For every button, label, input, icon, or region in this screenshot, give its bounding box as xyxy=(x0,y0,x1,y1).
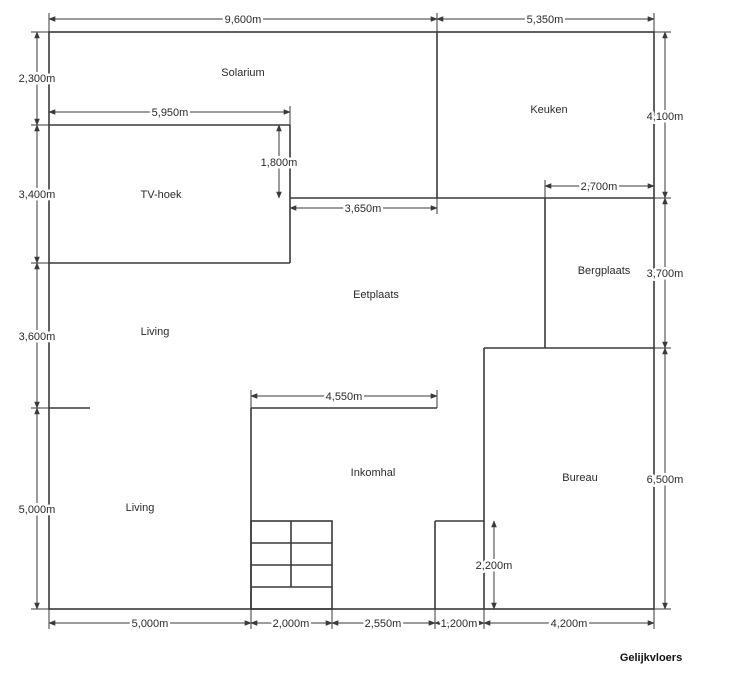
plan-caption: Gelijkvloers xyxy=(620,652,682,664)
stairs xyxy=(250,520,333,610)
room-label-eetplaats: Eetplaats xyxy=(353,289,399,301)
dim-label-bottom-living: 5,000m xyxy=(132,618,169,630)
walls xyxy=(48,31,655,610)
dim-label-left-living-upper: 3,600m xyxy=(19,331,56,343)
dim-label-hall-top: 4,550m xyxy=(326,391,363,403)
dim-label-bottom-bureau: 4,200m xyxy=(551,618,588,630)
room-label-inkomhal: Inkomhal xyxy=(351,467,396,479)
dim-label-bottom-stub: 1,200m xyxy=(441,618,478,630)
dimension-lines xyxy=(31,13,671,629)
room-label-living-upper: Living xyxy=(141,326,170,338)
room-label-bergplaats: Bergplaats xyxy=(578,265,631,277)
dim-label-top-right: 5,350m xyxy=(527,14,564,26)
dim-label-right-bureau: 6,500m xyxy=(647,474,684,486)
dim-label-left-solarium: 2,300m xyxy=(19,73,56,85)
dim-label-bottom-hall: 2,550m xyxy=(365,618,402,630)
dim-label-bergplaats-width: 2,700m xyxy=(581,181,618,193)
outer-wall xyxy=(48,31,655,610)
dimension-labels: 9,600m 5,350m 5,950m 1,800m 3,650m 2,700… xyxy=(16,12,686,633)
dim-label-bottom-stairs: 2,000m xyxy=(273,618,310,630)
dim-label-left-tv: 3,400m xyxy=(19,189,56,201)
dim-label-right-bergplaats: 3,700m xyxy=(647,268,684,280)
room-label-keuken: Keuken xyxy=(530,104,567,116)
room-label-living-lower: Living xyxy=(126,502,155,514)
room-label-solarium: Solarium xyxy=(221,67,264,79)
dim-label-left-living-lower: 5,000m xyxy=(19,504,56,516)
dim-label-right-keuken: 4,100m xyxy=(647,111,684,123)
dim-label-stub-height: 2,200m xyxy=(476,560,513,572)
dim-label-tv-to-kitchen: 3,650m xyxy=(345,203,382,215)
dim-label-top-left: 9,600m xyxy=(225,14,262,26)
dim-label-tv-height-inner: 1,800m xyxy=(261,157,298,169)
dim-label-tv-width: 5,950m xyxy=(152,107,189,119)
room-labels: Solarium Keuken TV-hoek Eetplaats Bergpl… xyxy=(126,67,631,514)
room-label-bureau: Bureau xyxy=(562,472,597,484)
room-label-tv-hoek: TV-hoek xyxy=(141,189,182,201)
